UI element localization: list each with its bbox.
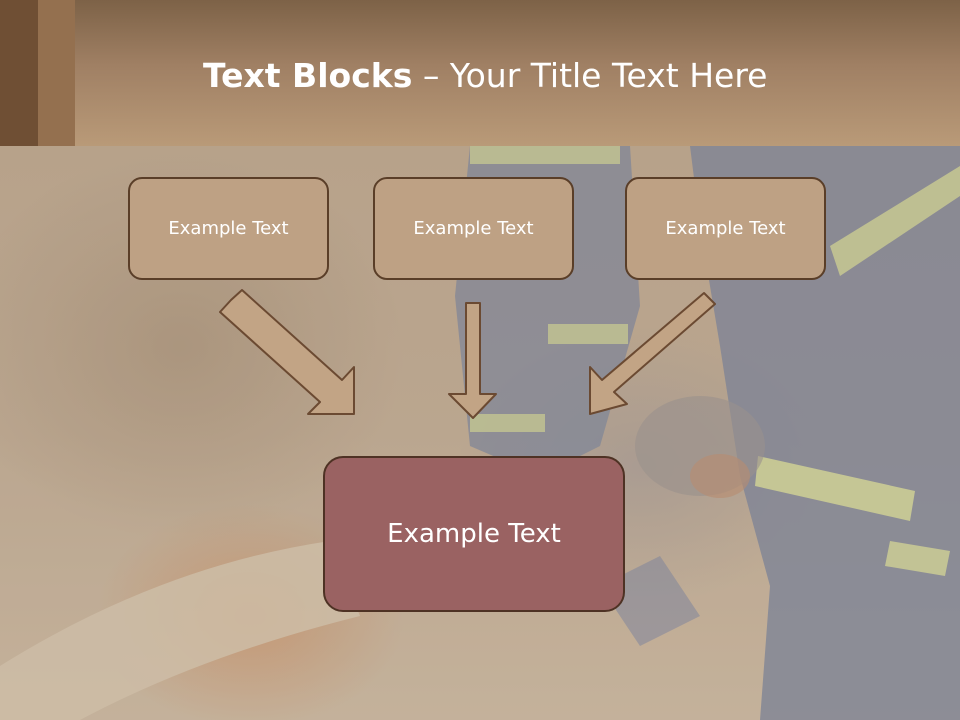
arrow-right (589, 292, 716, 415)
title-accent-strip-light (38, 0, 75, 146)
slide-title-rest: – Your Title Text Here (412, 56, 768, 95)
arrow-center (448, 302, 497, 419)
text-block-3[interactable]: Example Text (625, 177, 826, 280)
text-block-2[interactable]: Example Text (373, 177, 574, 280)
slide-title[interactable]: Text Blocks – Your Title Text Here (203, 55, 767, 97)
main-text-block[interactable]: Example Text (323, 456, 625, 612)
arrow-left (219, 289, 355, 415)
text-block-1[interactable]: Example Text (128, 177, 329, 280)
slide-title-bold: Text Blocks (203, 56, 413, 95)
title-accent-strip (0, 0, 38, 146)
title-band: Text Blocks – Your Title Text Here (0, 0, 960, 146)
